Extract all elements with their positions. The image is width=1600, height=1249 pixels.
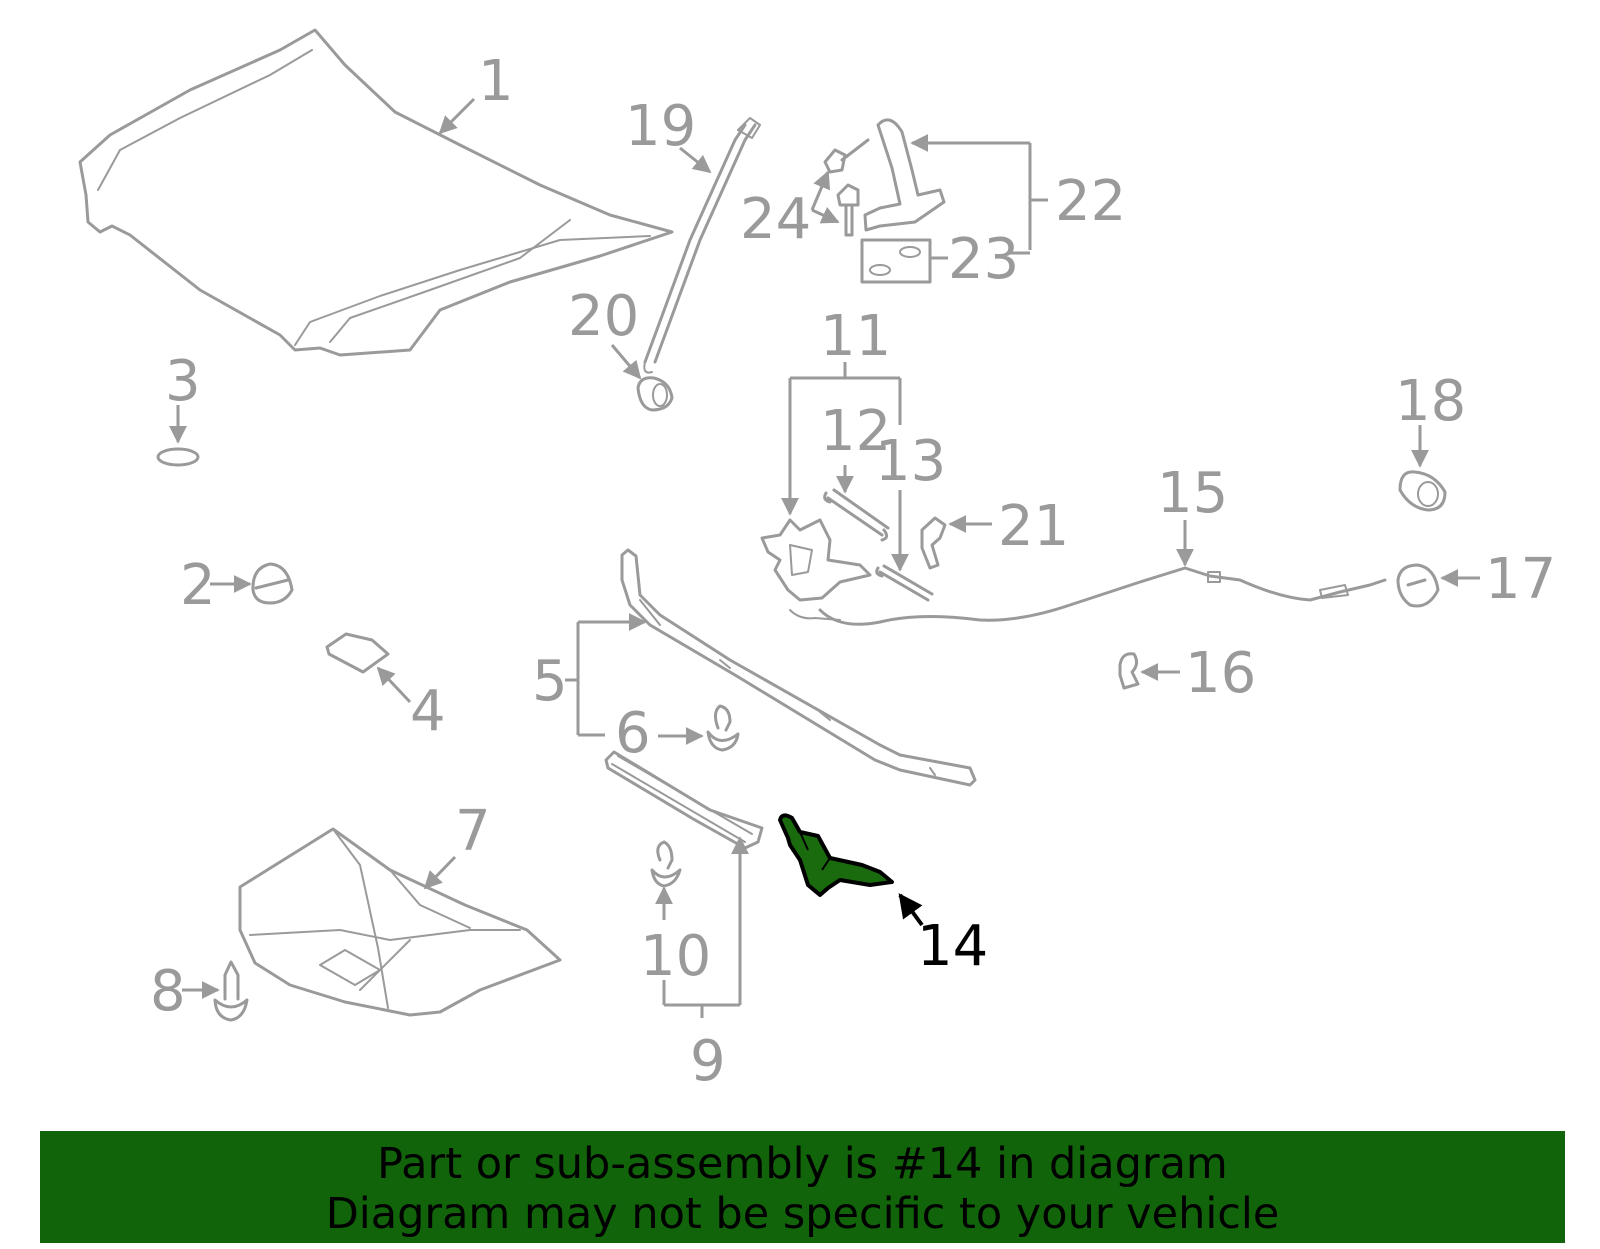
clip-10-part[interactable] <box>650 840 682 888</box>
callout-11: 11 <box>820 304 891 369</box>
clip-16-part[interactable] <box>1118 652 1140 690</box>
spring-13-part[interactable] <box>875 564 934 602</box>
callout-21: 21 <box>998 494 1069 559</box>
info-banner: Part or sub-assembly is #14 in diagram D… <box>40 1131 1565 1243</box>
clip-8-part[interactable] <box>213 960 249 1022</box>
banner-line-2: Diagram may not be specific to your vehi… <box>325 1189 1280 1239</box>
grommet-part[interactable] <box>156 447 200 467</box>
parts-diagram: 1 3 2 4 7 8 19 20 22 <box>78 28 1556 1094</box>
callout-4: 4 <box>410 679 446 744</box>
callout-20: 20 <box>568 284 639 349</box>
support-rod-part[interactable] <box>643 117 761 374</box>
grommet-18-part[interactable] <box>1398 470 1447 512</box>
bolt-part[interactable] <box>823 138 870 237</box>
banner-line-1: Part or sub-assembly is #14 in diagram <box>377 1139 1228 1189</box>
callout-17: 17 <box>1485 547 1556 612</box>
latch-part[interactable] <box>760 518 872 621</box>
handle-part[interactable] <box>1396 563 1440 608</box>
callout-7: 7 <box>455 799 491 864</box>
callout-8: 8 <box>150 959 186 1024</box>
release-cable-part[interactable] <box>818 566 1387 626</box>
clip-6-part[interactable] <box>706 704 740 752</box>
callout-14: 14 <box>917 914 988 979</box>
pad-part[interactable] <box>325 632 390 674</box>
callout-5: 5 <box>532 649 568 714</box>
callout-10: 10 <box>640 924 711 989</box>
callout-24: 24 <box>740 187 811 252</box>
callout-12: 12 <box>820 399 891 464</box>
callout-2: 2 <box>180 553 216 618</box>
callout-1: 1 <box>478 49 514 114</box>
seal-part[interactable] <box>604 750 764 850</box>
bracket-21-part[interactable] <box>920 516 947 570</box>
cap-part[interactable] <box>251 562 294 605</box>
highlighted-part-14[interactable] <box>778 813 894 897</box>
callout-23: 23 <box>948 227 1019 292</box>
hinge-part[interactable] <box>863 118 946 232</box>
insulator-part[interactable] <box>238 827 562 1017</box>
plate-part[interactable] <box>860 238 932 284</box>
grommet-20-part[interactable] <box>636 376 674 412</box>
callout-16: 16 <box>1185 641 1256 706</box>
callout-22: 22 <box>1055 169 1126 234</box>
hood-part[interactable] <box>78 28 674 357</box>
spring-12-part[interactable] <box>823 488 890 542</box>
callout-3: 3 <box>165 349 201 414</box>
callout-19: 19 <box>625 94 696 159</box>
callout-18: 18 <box>1395 369 1466 434</box>
callout-13: 13 <box>875 429 946 494</box>
lock-support-part[interactable] <box>620 548 977 787</box>
callout-9: 9 <box>690 1029 726 1094</box>
callout-15: 15 <box>1157 461 1228 526</box>
